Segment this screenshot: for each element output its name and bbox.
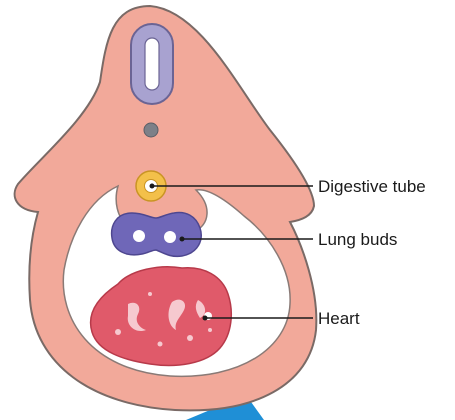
- label-heart: Heart: [318, 309, 360, 328]
- heart-spot: [208, 328, 212, 332]
- heart-spot: [187, 335, 193, 341]
- label-digestive-tube: Digestive tube: [318, 177, 426, 196]
- heart-spot: [148, 292, 152, 296]
- heart-spot: [158, 342, 163, 347]
- neural-canal: [145, 38, 159, 90]
- heart-spot: [115, 329, 121, 335]
- heart-leader-dot: [203, 316, 208, 321]
- lung-bud-right-lumen: [164, 231, 176, 243]
- lung-buds: [112, 213, 202, 257]
- label-lung-buds: Lung buds: [318, 230, 397, 249]
- digestive-tube-leader-dot: [150, 184, 155, 189]
- lung-bud-left-lumen: [133, 230, 145, 242]
- notochord: [144, 123, 158, 137]
- lung-buds-leader-dot: [180, 237, 185, 242]
